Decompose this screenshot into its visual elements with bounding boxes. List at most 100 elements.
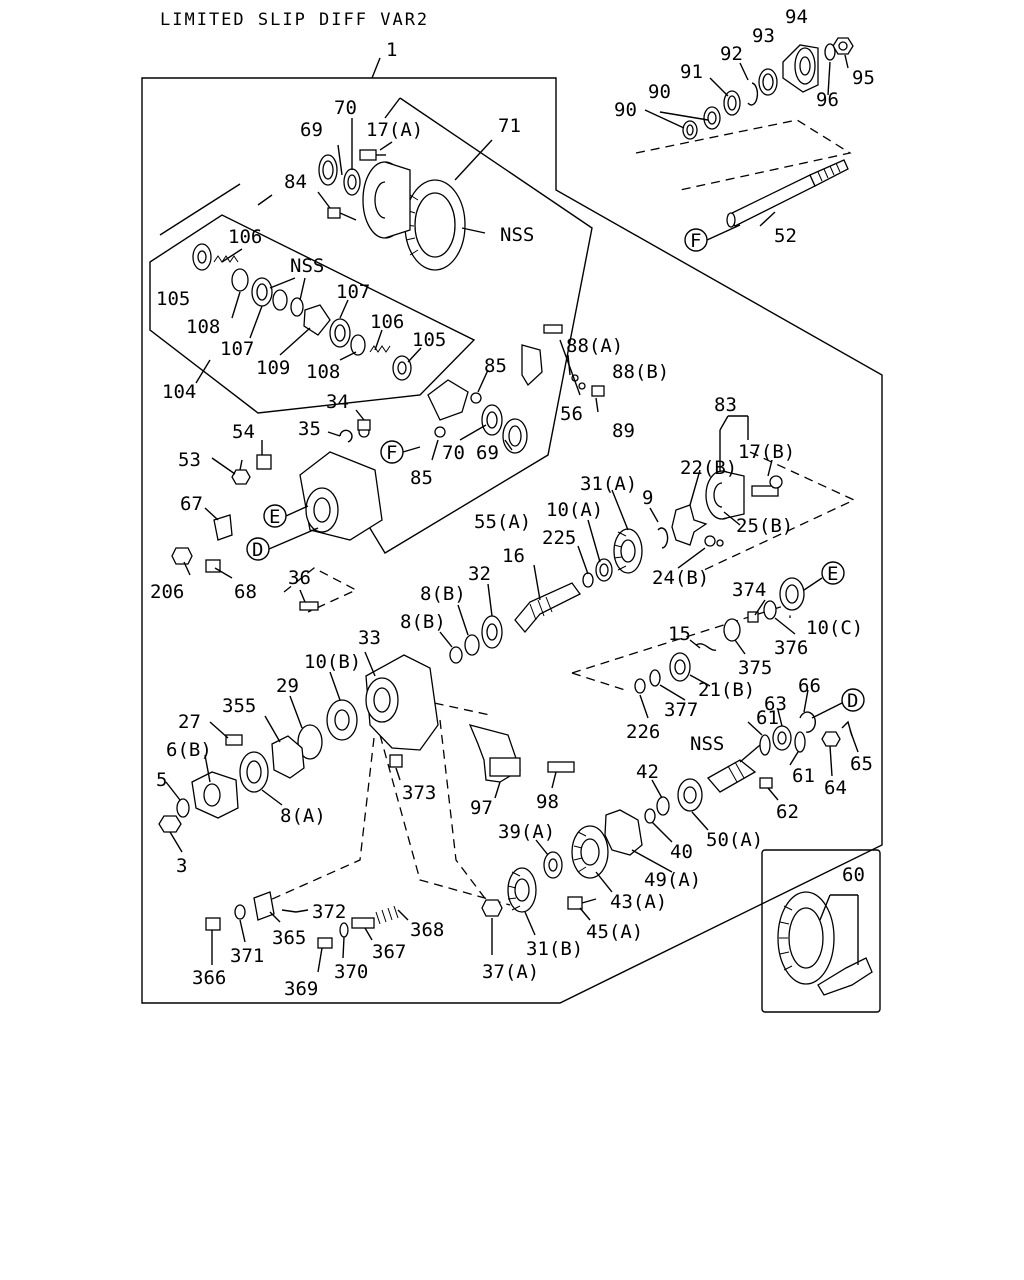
plug-373 — [389, 754, 403, 768]
label-107-b: 107 — [220, 338, 254, 360]
washers-377-226 — [634, 669, 661, 694]
washer-39a — [543, 851, 563, 879]
bearing-70-lower — [481, 404, 503, 436]
label-31a: 31(A) — [580, 473, 637, 495]
hub-22b — [671, 504, 708, 546]
label-40: 40 — [670, 841, 693, 863]
label-17b: 17(B) — [738, 441, 795, 463]
washer-376 — [763, 600, 777, 620]
shim-61 — [759, 731, 806, 756]
label-27: 27 — [178, 711, 201, 733]
label-45a: 45(A) — [586, 921, 643, 943]
label-8b-b: 8(B) — [400, 611, 446, 633]
label-29: 29 — [276, 675, 299, 697]
bolt-84 — [327, 207, 357, 221]
label-5: 5 — [156, 769, 167, 791]
label-8a: 8(A) — [280, 805, 326, 827]
label-367: 367 — [372, 941, 406, 963]
marker-e-right-letter: E — [827, 563, 838, 585]
needle-375 — [723, 618, 741, 642]
bearing-69-top — [318, 154, 338, 186]
cover-49a — [604, 809, 643, 856]
washers-42-40 — [644, 796, 670, 824]
bearing-50a — [677, 778, 703, 812]
label-50a: 50(A) — [706, 829, 763, 851]
label-69-lower: 69 — [476, 442, 499, 464]
label-64: 64 — [824, 777, 847, 799]
seal-8a — [239, 751, 269, 793]
label-377: 377 — [664, 699, 698, 721]
gear-43a — [571, 825, 609, 879]
gear-31a — [613, 528, 643, 574]
marker-e-left-letter: E — [269, 506, 280, 528]
label-63: 63 — [764, 693, 787, 715]
label-84: 84 — [284, 171, 307, 193]
label-1: 1 — [386, 39, 397, 61]
case-55a — [231, 419, 383, 541]
label-42: 42 — [636, 761, 659, 783]
label-10a: 10(A) — [546, 499, 603, 521]
label-371: 371 — [230, 945, 264, 967]
snap-ring-92 — [747, 82, 759, 106]
label-365: 365 — [272, 927, 306, 949]
label-10c: 10(C) — [806, 617, 863, 639]
marker-d-right-letter: D — [847, 690, 858, 712]
label-24b: 24(B) — [652, 567, 709, 589]
label-65: 65 — [850, 753, 873, 775]
label-53: 53 — [178, 449, 201, 471]
lsd-clutch-group-outline — [149, 183, 476, 414]
label-88b: 88(B) — [612, 361, 669, 383]
circle-marker-e-right — [821, 561, 845, 585]
label-95: 95 — [852, 67, 875, 89]
label-15: 15 — [668, 623, 691, 645]
label-34: 34 — [326, 391, 349, 413]
label-92: 92 — [720, 43, 743, 65]
label-370: 370 — [334, 961, 368, 983]
label-105-b: 105 — [412, 329, 446, 351]
label-104: 104 — [162, 381, 196, 403]
gear-21b — [669, 652, 691, 682]
label-9: 9 — [642, 487, 653, 509]
main-assembly-frame — [141, 77, 883, 1004]
label-107-a: 107 — [336, 281, 370, 303]
label-88a: 88(A) — [566, 335, 623, 357]
label-374: 374 — [732, 579, 766, 601]
label-355: 355 — [222, 695, 256, 717]
bearing-70-top — [343, 168, 361, 196]
bolt-62 — [759, 777, 773, 789]
part-374 — [747, 611, 759, 623]
diff-case-group-outline — [364, 97, 593, 554]
bearing-10c — [779, 577, 805, 611]
circle-marker-d-right — [841, 688, 865, 712]
label-369: 369 — [284, 978, 318, 1000]
label-70-top: 70 — [334, 97, 357, 119]
nut-95 — [832, 37, 854, 55]
nut-3 — [158, 815, 182, 833]
washers-8b — [449, 634, 480, 664]
label-49a: 49(A) — [644, 869, 701, 891]
label-35: 35 — [298, 418, 321, 440]
label-106-a: 106 — [228, 226, 262, 248]
label-98: 98 — [536, 791, 559, 813]
washer-225 — [582, 572, 594, 588]
gear-31b — [507, 867, 537, 913]
label-226: 226 — [626, 721, 660, 743]
companion-flange-94 — [782, 44, 819, 93]
shaft-16 — [514, 582, 581, 634]
bearing-10a — [595, 558, 613, 582]
label-225: 225 — [542, 527, 576, 549]
label-105-a: 105 — [156, 288, 190, 310]
label-8b-a: 8(B) — [420, 583, 466, 605]
label-10b: 10(B) — [304, 651, 361, 673]
washer-24b — [704, 535, 724, 547]
label-39a: 39(A) — [498, 821, 555, 843]
label-85-lower: 85 — [410, 467, 433, 489]
bolt-17b — [751, 475, 783, 497]
gasket-29 — [297, 724, 323, 760]
bolt-45a — [567, 896, 597, 910]
label-108-a: 108 — [186, 316, 220, 338]
label-71: 71 — [498, 115, 521, 137]
marker-f-mid-letter: F — [386, 442, 397, 464]
label-56: 56 — [560, 403, 583, 425]
label-60: 60 — [842, 864, 865, 886]
